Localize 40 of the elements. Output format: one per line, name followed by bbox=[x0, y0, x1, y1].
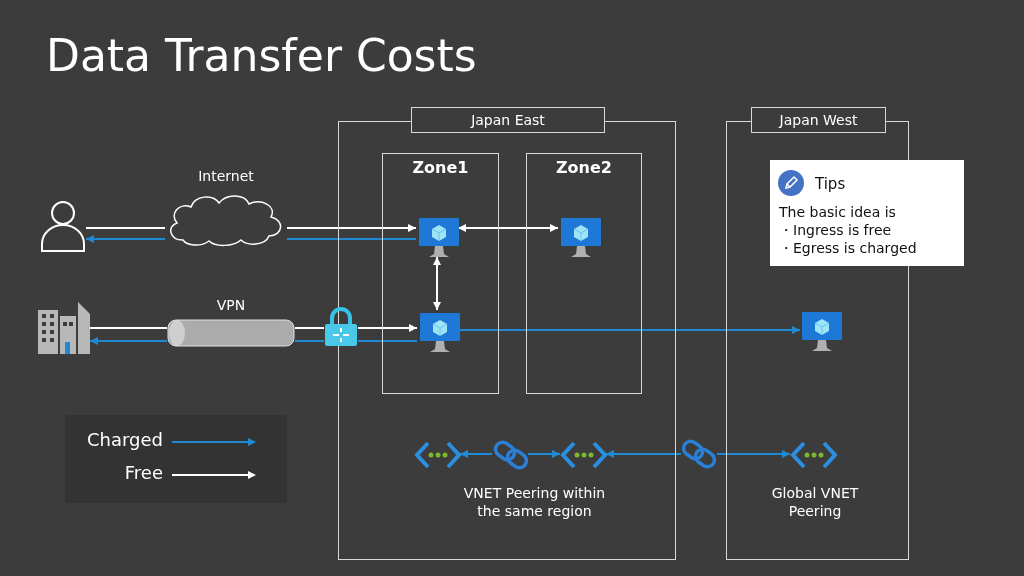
bullet-item: ・Ingress is free bbox=[779, 222, 892, 240]
gateway-lock-icon bbox=[324, 306, 358, 346]
arrow bbox=[605, 450, 682, 458]
connection-label: Internet bbox=[197, 168, 255, 184]
virtual-machine-icon bbox=[560, 217, 602, 259]
arrow bbox=[459, 450, 493, 458]
arrow bbox=[89, 337, 168, 345]
slide-title: Data Transfer Costs bbox=[46, 30, 477, 81]
virtual-machine-icon bbox=[801, 311, 843, 353]
legend-label: Free bbox=[123, 462, 163, 483]
zone-title: Zone1 bbox=[411, 158, 470, 177]
tips-tooltip bbox=[770, 160, 964, 266]
tips-heading: Tips bbox=[815, 175, 846, 193]
region-label: Japan East bbox=[411, 107, 605, 133]
arrow bbox=[357, 324, 418, 332]
arrow bbox=[527, 450, 561, 458]
legend-label: Charged bbox=[85, 429, 163, 450]
arrow bbox=[286, 224, 417, 232]
virtual-network-icon bbox=[415, 441, 461, 469]
caption-text: VNET Peering within the same region bbox=[462, 484, 607, 520]
tunnel-cylinder bbox=[167, 319, 295, 347]
caption-text: Global VNET Peering bbox=[770, 484, 860, 520]
arrow bbox=[85, 235, 166, 243]
zone-title: Zone2 bbox=[555, 158, 613, 177]
bullet-item: ・Egress is charged bbox=[779, 240, 917, 258]
virtual-network-icon bbox=[561, 441, 607, 469]
building-icon bbox=[38, 302, 90, 354]
virtual-machine-icon bbox=[418, 217, 460, 259]
zone-box bbox=[526, 153, 642, 394]
link-icon bbox=[681, 440, 717, 468]
zone-box bbox=[382, 153, 499, 394]
arrow bbox=[433, 256, 441, 311]
region-label: Japan West bbox=[751, 107, 886, 133]
link-icon bbox=[493, 441, 529, 469]
virtual-network-icon bbox=[791, 441, 837, 469]
arrow bbox=[716, 450, 791, 458]
connection-label: VPN bbox=[215, 297, 247, 313]
virtual-machine-icon bbox=[419, 312, 461, 354]
tips-text: The basic idea is bbox=[779, 204, 896, 220]
person-icon bbox=[40, 200, 86, 252]
